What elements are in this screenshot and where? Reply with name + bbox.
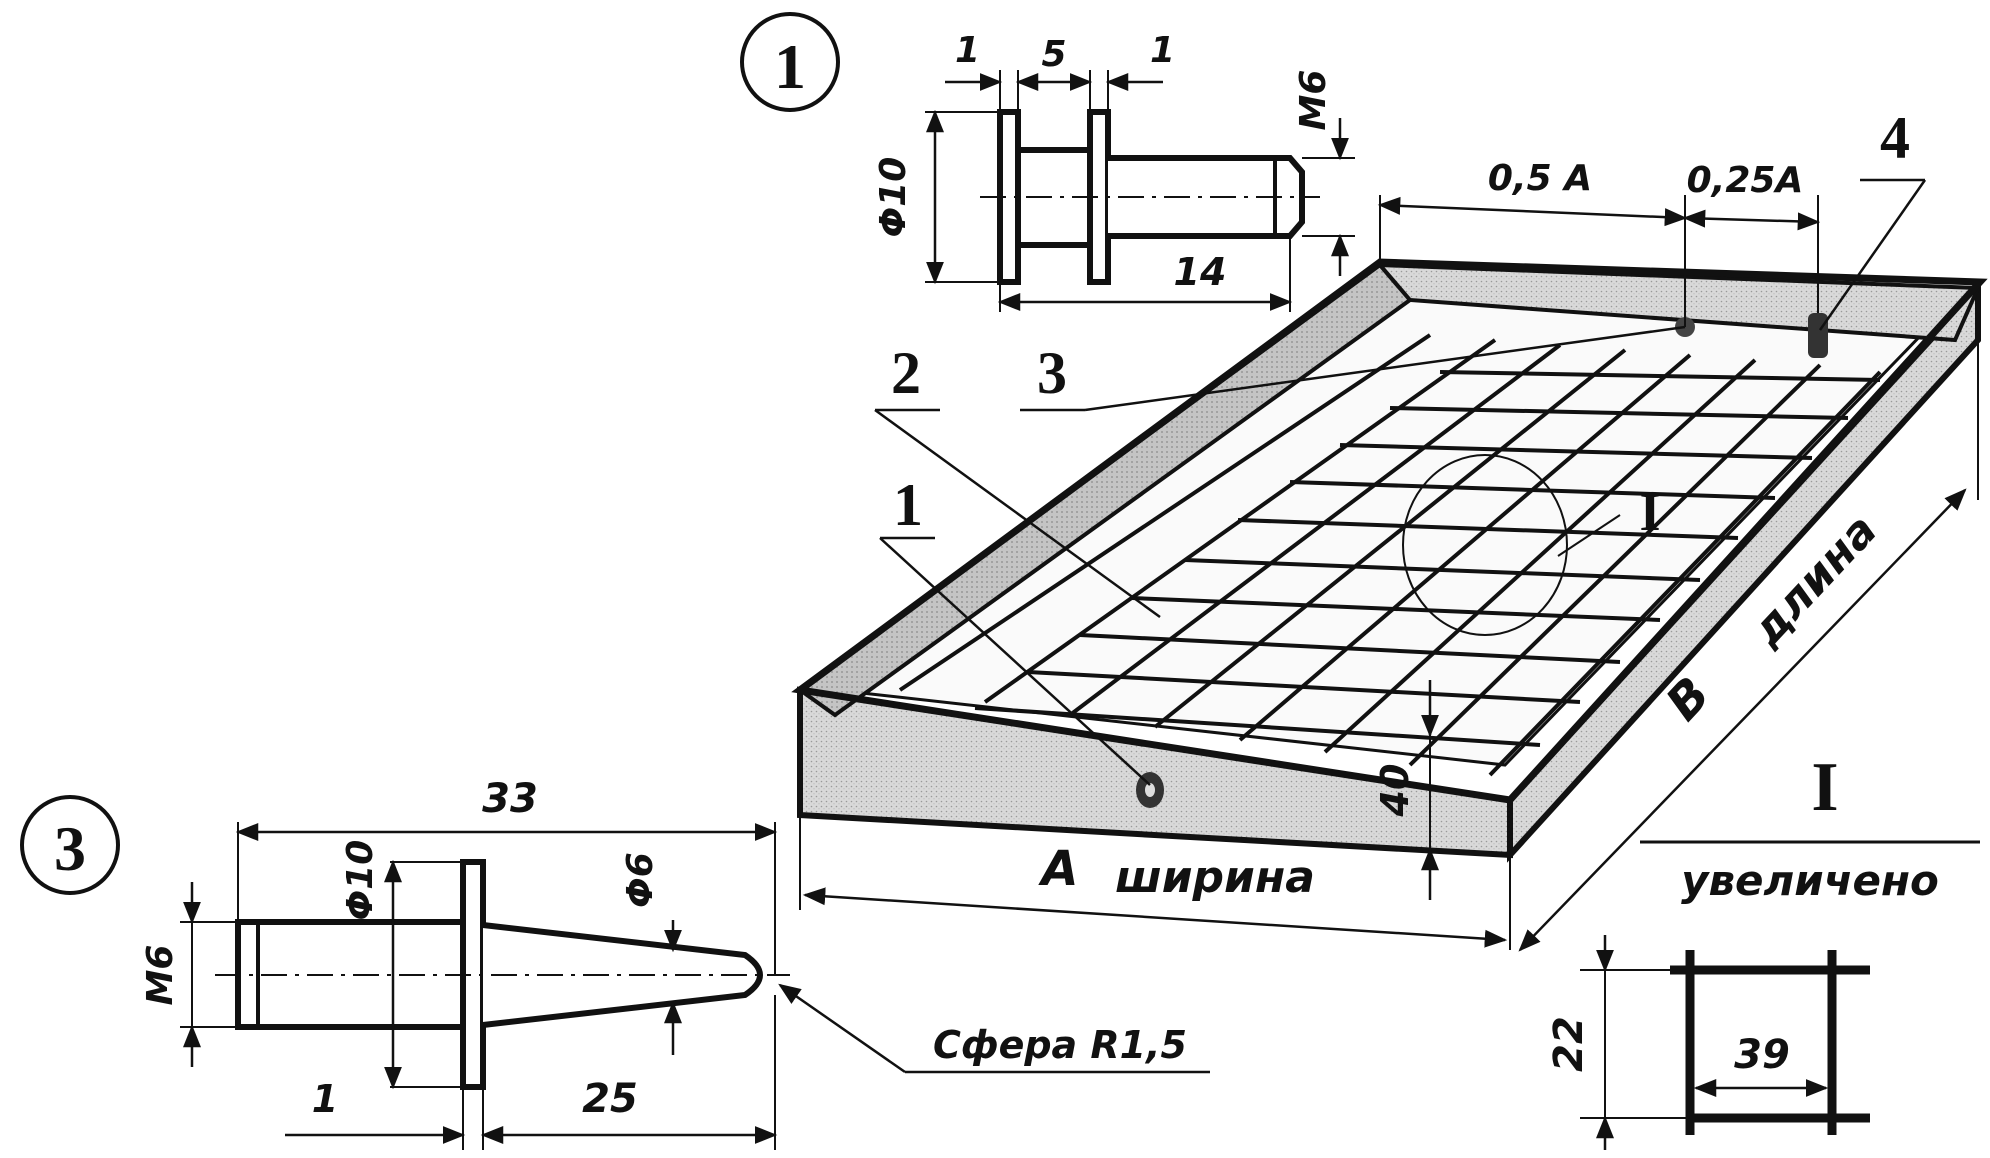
tray-dim-quarter: 0,25A <box>1687 160 1804 201</box>
detail-1-dim-flange-right: 1 <box>1150 30 1175 71</box>
tray-callout-1: 1 <box>893 472 923 538</box>
detail-1-dim-length: 14 <box>1174 250 1227 294</box>
detail-3-circle <box>20 795 120 895</box>
tray-callout-2: 2 <box>891 340 921 406</box>
detail-I-dim-horizontal: 39 <box>1734 1032 1790 1078</box>
detail-3-dim-taper: 25 <box>582 1076 638 1122</box>
detail-3-dim-total: 33 <box>482 776 538 822</box>
detail-1-number: 1 <box>774 31 806 102</box>
tray-callout-4: 4 <box>1880 105 1910 171</box>
tray-pin-part-4 <box>1808 313 1828 358</box>
tray: I 1 2 3 4 0,5 A 0,25A <box>791 105 1988 952</box>
detail-1-circle <box>740 12 840 112</box>
tray-pin-part-1 <box>1136 772 1164 808</box>
detail-I-mark: I <box>1811 749 1838 826</box>
detail-I-dim-vertical: 22 <box>1546 1016 1592 1072</box>
detail-I-caption: увеличено <box>1681 856 1939 905</box>
detail-1-dim-flange-left: 1 <box>955 30 980 71</box>
tray-inner-back-wall <box>1375 262 1982 343</box>
tray-dim-height: 40 <box>1373 764 1417 818</box>
detail-3-dim-diameter6: Φ6 <box>620 852 661 908</box>
detail-1-dim-thread: M6 <box>1293 70 1334 131</box>
tray-rim <box>791 258 1988 804</box>
detail-3-dim-diameter10: Φ10 <box>340 840 381 921</box>
detail-1-dim-gap: 5 <box>1041 34 1066 75</box>
detail-3-cone <box>482 922 763 1028</box>
detail-1-dim-diameter: Φ10 <box>873 157 914 238</box>
detail-I: I увеличено 22 39 <box>1546 749 1980 1150</box>
detail-3-dim-thread: M6 <box>140 945 181 1006</box>
detail-3-number: 3 <box>54 813 86 884</box>
detail-3-dim-flange: 1 <box>312 1077 338 1121</box>
tray-dim-half: 0,5 A <box>1488 158 1592 199</box>
tray-width-letter: A <box>1037 841 1078 897</box>
tray-callout-3: 3 <box>1037 340 1067 406</box>
tray-detail-mark: I <box>1639 482 1660 542</box>
tray-width-word: ширина <box>1115 852 1315 903</box>
detail-3: 3 33 Φ10 Φ6 M6 1 25 <box>20 776 1210 1150</box>
detail-1: 1 1 5 1 Φ10 M6 14 <box>740 12 1355 312</box>
detail-3-sphere-note: Сфера R1,5 <box>933 1023 1187 1067</box>
